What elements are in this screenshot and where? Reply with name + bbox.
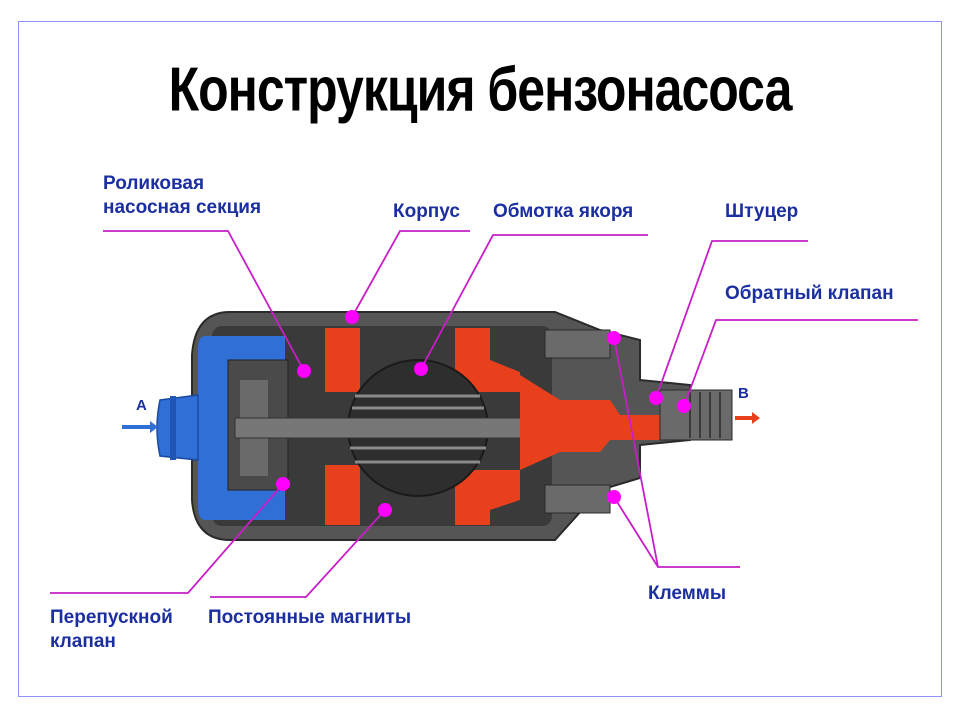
leader-terminal-bottom	[613, 496, 659, 568]
outlet-arrowhead	[752, 412, 760, 424]
leader-check-valve	[683, 319, 918, 407]
label-roller-section-line2: насосная секция	[103, 197, 262, 218]
pressure-chamber-top	[325, 328, 520, 392]
terminal-top	[544, 329, 611, 359]
outlet-passage	[520, 375, 690, 470]
label-permanent-magnets: Постоянные магниты	[208, 607, 412, 628]
slide-title: Конструкция бензонасоса	[168, 54, 793, 124]
label-housing: Корпус	[393, 201, 460, 222]
label-terminals: Клеммы	[648, 583, 727, 604]
label-bypass-valve: Перепускной клапан	[50, 606, 173, 654]
label-armature-winding: Обмотка якоря	[493, 201, 634, 222]
pump-body	[156, 311, 733, 541]
marker-dots	[276, 310, 691, 517]
slide-frame	[18, 21, 942, 697]
marker-terminal-top	[607, 331, 621, 345]
outlet-fitting-threads	[689, 392, 721, 438]
leader-armature	[420, 234, 648, 370]
outlet-fitting	[659, 389, 733, 441]
armature-winding-stripes	[350, 394, 486, 464]
label-fitting: Штуцер	[725, 201, 799, 222]
label-inlet: A	[136, 397, 147, 414]
marker-roller-section	[297, 364, 311, 378]
marker-fitting	[649, 391, 663, 405]
leader-lines	[50, 230, 918, 598]
leader-fitting	[655, 240, 808, 399]
marker-check-valve	[677, 399, 691, 413]
label-check-valve: Обратный клапан	[725, 283, 894, 304]
marker-housing	[345, 310, 359, 324]
inlet-nozzle	[156, 394, 199, 461]
leader-bypass-valve	[50, 483, 284, 594]
inlet-arrowhead	[150, 421, 158, 433]
pressure-chamber-bottom	[325, 465, 520, 525]
leader-housing	[351, 230, 470, 318]
label-outlet: B	[738, 385, 749, 402]
leader-roller-section	[103, 230, 305, 372]
label-roller-section: Роликовая насосная секция	[103, 172, 261, 220]
label-roller-section-line1: Роликовая	[103, 173, 205, 194]
label-bypass-valve-line2: клапан	[50, 631, 116, 652]
flow-arrows	[122, 412, 760, 433]
inlet-nozzle-rib	[170, 396, 176, 460]
marker-terminal-bottom	[607, 490, 621, 504]
label-bypass-valve-line1: Перепускной	[50, 607, 173, 628]
marker-armature	[414, 362, 428, 376]
marker-bypass-valve	[276, 477, 290, 491]
marker-magnets	[378, 503, 392, 517]
leader-magnets	[210, 509, 386, 598]
terminal-bottom	[544, 484, 611, 514]
